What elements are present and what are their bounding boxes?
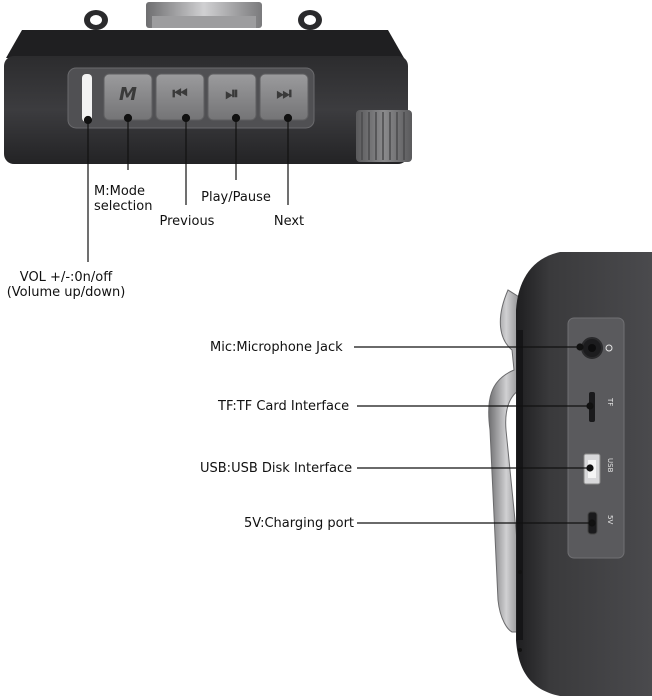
volume-slider — [82, 74, 92, 122]
lanyard-hole-left — [90, 15, 102, 25]
side-callout-lines — [354, 343, 596, 527]
play-pause-icon: ⏯ — [225, 84, 239, 104]
top-device — [4, 2, 412, 164]
volume-knob-ridges — [361, 112, 405, 160]
volume-callout-line2: (Volume up/down) — [6, 285, 126, 300]
previous-callout: Previous — [159, 214, 215, 229]
previous-button-face — [155, 73, 205, 121]
mic-callout: Mic:Microphone Jack — [210, 340, 343, 355]
top-rim — [6, 30, 404, 58]
next-button-face — [259, 73, 309, 121]
charging-callout: 5V:Charging port — [244, 516, 355, 531]
mic-jack-symbol — [605, 344, 613, 352]
usb-callout: USB:USB Disk Interface — [200, 461, 353, 476]
mode-callout-line2: selection — [94, 199, 153, 214]
top-clip-plate — [152, 16, 256, 28]
next-callout: Next — [273, 214, 305, 229]
belt-clip — [488, 289, 525, 633]
side-device — [488, 252, 652, 696]
tf-callout: TF:TF Card Interface — [218, 399, 350, 414]
usb-port-tag: USB — [606, 458, 614, 473]
tf-port-tag: TF — [606, 398, 614, 407]
volume-knob — [356, 110, 412, 162]
next-icon: ⏭ — [276, 84, 292, 104]
charging-port-tag: 5V — [606, 515, 614, 525]
play-pause-button-face — [207, 73, 257, 121]
top-callout-lines — [83, 113, 293, 262]
mic-jack-hole — [588, 344, 596, 352]
screw — [518, 570, 522, 574]
screw — [518, 648, 522, 652]
previous-icon: ⏮ — [172, 84, 188, 104]
volume-callout-line1: VOL +/-:0n/off — [19, 270, 113, 285]
mode-callout: M:Mode selection — [94, 184, 152, 214]
volume-callout: VOL +/-:0n/off (Volume up/down) — [0, 270, 132, 300]
mode-letter-icon: M — [119, 84, 137, 105]
play-pause-callout: Play/Pause — [201, 190, 271, 205]
lanyard-hole-right — [304, 15, 316, 25]
mode-callout-line1: M:Mode — [94, 184, 146, 199]
port-panel — [567, 317, 625, 559]
